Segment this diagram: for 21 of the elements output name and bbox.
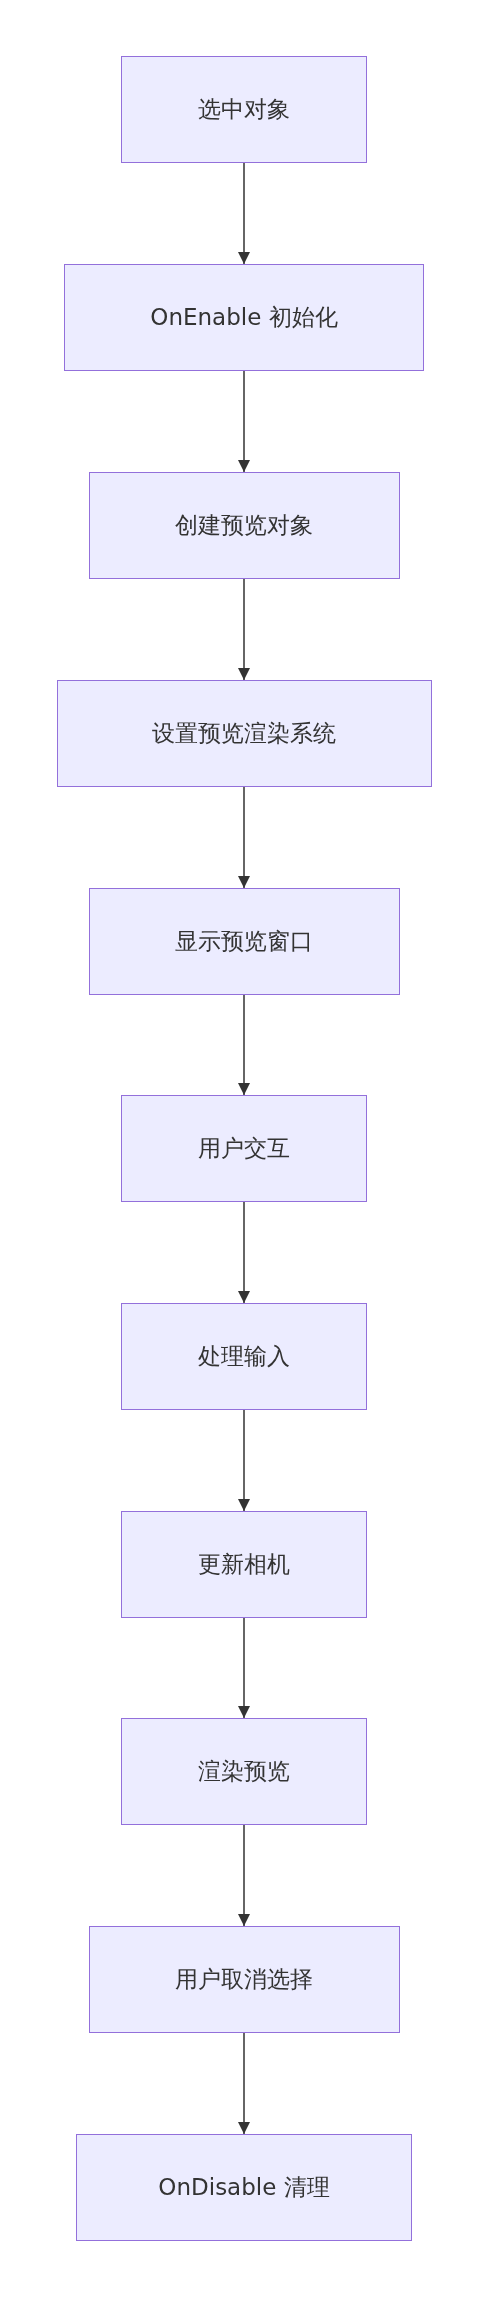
process-box: 设置预览渲染系统 [56, 680, 432, 787]
arrow [238, 786, 250, 889]
arrow [238, 2032, 250, 2135]
arrow [238, 578, 250, 681]
arrow [238, 370, 250, 473]
arrow [238, 1409, 250, 1512]
process-box: 用户交互 [121, 1095, 367, 1202]
arrow [238, 1201, 250, 1304]
process-box: OnDisable 清理 [76, 2134, 412, 2241]
arrow [238, 1824, 250, 1927]
arrow [238, 162, 250, 265]
process-box: 显示预览窗口 [88, 888, 400, 995]
process-box: 选中对象 [121, 56, 367, 163]
arrow [238, 1617, 250, 1719]
process-box: OnEnable 初始化 [64, 264, 424, 371]
process-box: 渲染预览 [121, 1718, 367, 1825]
process-box: 创建预览对象 [88, 472, 400, 579]
process-box: 处理输入 [121, 1303, 367, 1410]
arrow [238, 994, 250, 1096]
process-box: 更新相机 [121, 1511, 367, 1618]
process-box: 用户取消选择 [88, 1926, 400, 2033]
